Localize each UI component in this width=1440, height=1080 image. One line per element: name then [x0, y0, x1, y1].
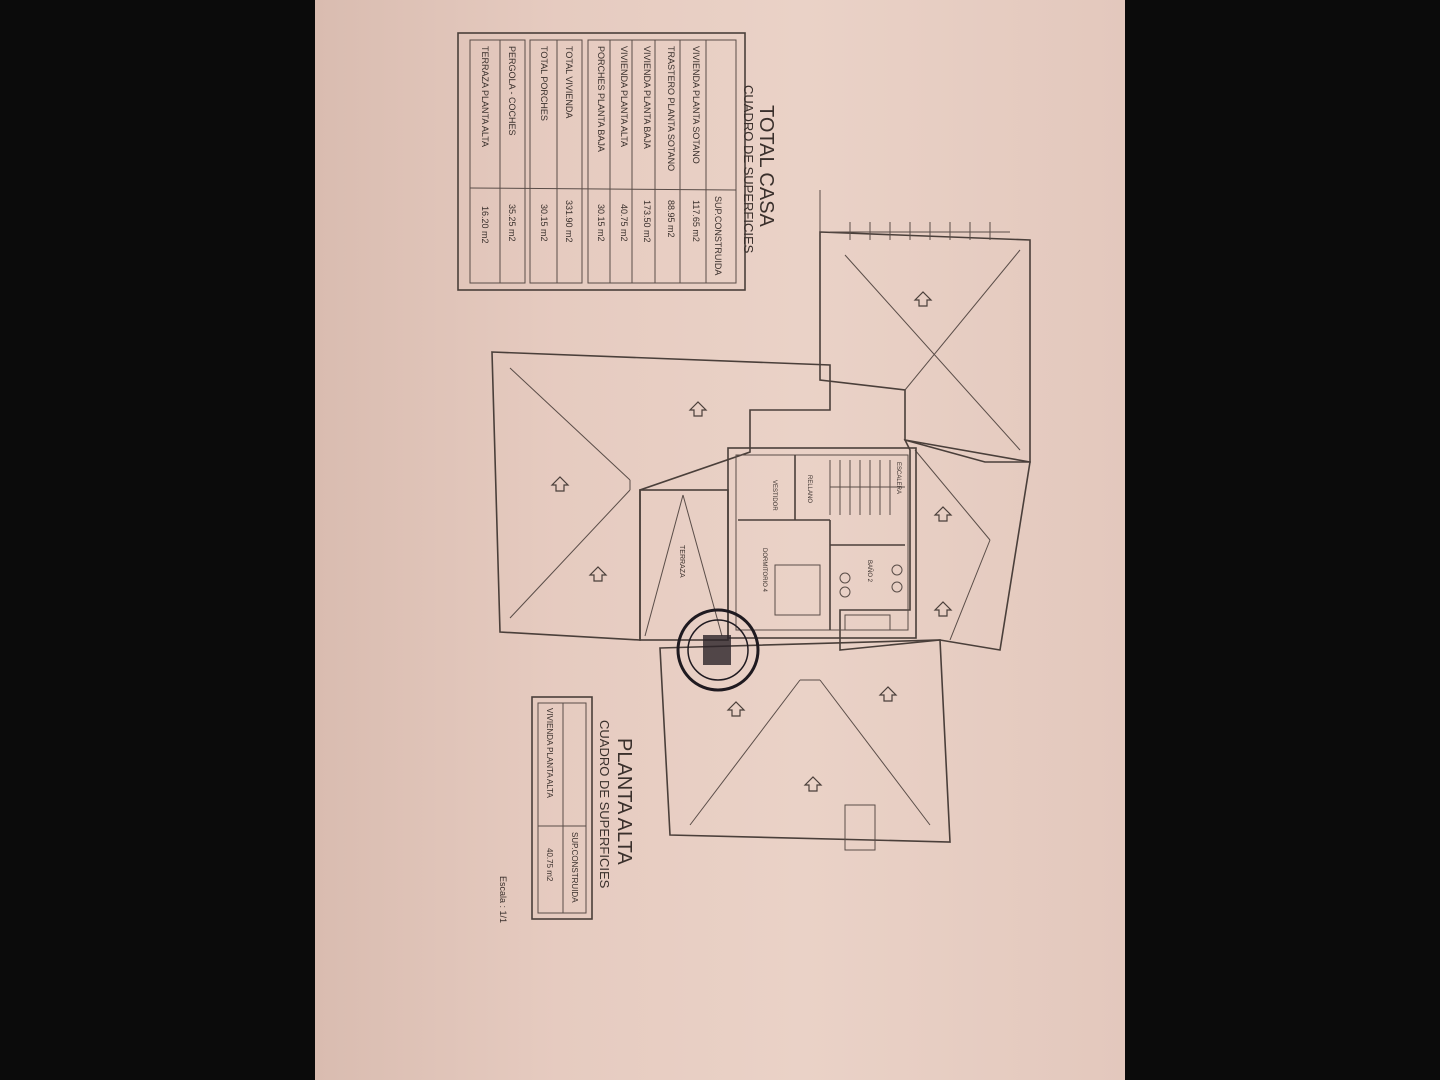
total-label: TOTAL PORCHES	[539, 46, 549, 121]
row-label: VIVIENDA PLANTA ALTA	[619, 46, 629, 147]
planta-alta-row-value: 40.75 m2	[545, 848, 554, 882]
roof-right-middle	[839, 438, 1031, 651]
row-label: VIVIENDA PLANTA BAJA	[642, 46, 652, 149]
roof-lower	[659, 639, 951, 843]
planta-alta-header: SUP.CONSTRUIDA	[570, 832, 579, 903]
upper-floor-outline	[727, 447, 917, 639]
row-value: 88.95 m2	[666, 200, 676, 238]
room-label-escalera: ESCALERA	[895, 462, 901, 494]
roof-upper-right	[819, 231, 1031, 463]
extra-value: 16.20 m2	[480, 206, 490, 244]
slope-arrows	[550, 291, 953, 792]
scale-label: Escala : 1/1	[498, 876, 508, 923]
stairs	[829, 460, 905, 515]
row-value: 30.15 m2	[596, 204, 606, 242]
toilet	[891, 564, 903, 576]
room-label-terraza: TERRAZA	[678, 545, 685, 578]
table-block-extras	[469, 39, 526, 284]
upper-floor-plan: ESCALERA RELLANO VESTIDOR DORMITORIO 4 B…	[727, 447, 917, 639]
extra-value: 35.25 m2	[507, 204, 517, 242]
bathtub	[844, 614, 891, 631]
total-casa-title: TOTAL CASA	[755, 105, 777, 228]
row-value: 117.65 m2	[691, 200, 701, 242]
planta-alta-frame	[531, 696, 593, 920]
total-value: 30.15 m2	[539, 204, 549, 242]
sink	[839, 572, 851, 584]
bed	[774, 564, 821, 616]
table-block-totals	[529, 39, 583, 284]
room-label-bano: BAÑO 2	[866, 560, 873, 583]
company-stamp	[676, 608, 760, 692]
room-label-rellano: RELLANO	[806, 475, 812, 503]
total-label: TOTAL VIVIENDA	[564, 46, 574, 118]
bidet	[891, 581, 903, 593]
table-block-main	[587, 39, 737, 284]
total-casa-subtitle: CUADRO DE SUPERFICIES	[741, 85, 756, 254]
room-label-dormitorio: DORMITORIO 4	[761, 548, 767, 593]
pergola-slats	[830, 222, 1010, 240]
chimney	[844, 804, 876, 851]
room-label-vestidor: VESTIDOR	[771, 480, 777, 511]
row-label: VIVIENDA PLANTA SOTANO	[691, 46, 701, 164]
row-value: 173.50 m2	[642, 200, 652, 243]
total-casa-table: TOTAL CASA CUADRO DE SUPERFICIES SUP.CON…	[457, 32, 777, 291]
roof-plan: TERRAZA	[491, 190, 1031, 851]
row-label: TRASTERO PLANTA SOTANO	[666, 46, 676, 171]
total-value: 331.90 m2	[564, 200, 574, 243]
row-value: 40.75 m2	[619, 204, 629, 242]
sink	[839, 586, 851, 598]
planta-alta-row-label: VIVIENDA PLANTA ALTA	[545, 708, 554, 798]
extra-label: TERRAZA PLANTA ALTA	[480, 46, 490, 147]
planta-alta-subtitle: CUADRO DE SUPERFICIES	[597, 720, 612, 889]
roof-main	[491, 351, 831, 641]
planta-alta-title: PLANTA ALTA	[613, 738, 635, 865]
header-sup-construida: SUP.CONSTRUIDA	[713, 196, 723, 275]
row-label: PORCHES PLANTA BAJA	[596, 46, 606, 152]
extra-label: PERGOLA - COCHES	[507, 46, 517, 136]
table-frame	[457, 32, 746, 291]
planta-alta-table: PLANTA ALTA CUADRO DE SUPERFICIES SUP.CO…	[498, 696, 635, 923]
